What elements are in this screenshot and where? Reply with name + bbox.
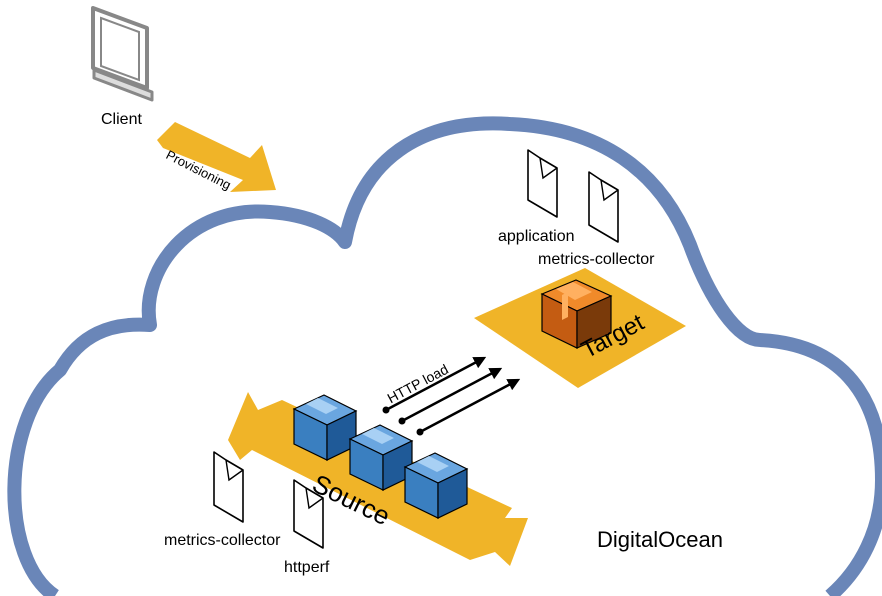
blue-package-icon <box>348 424 414 491</box>
blue-package-icon <box>292 394 358 461</box>
document-icon <box>588 171 619 243</box>
target-metrics-collector-label: metrics-collector <box>538 251 655 268</box>
source-metrics-collector-label: metrics-collector <box>164 532 281 549</box>
httperf-label: httperf <box>284 559 330 576</box>
provisioning-arrow <box>157 122 276 192</box>
http-load-arrows <box>382 356 521 436</box>
blue-package-icon <box>403 452 469 519</box>
client-label: Client <box>101 111 142 128</box>
orange-package-icon <box>540 279 613 349</box>
document-icon <box>213 451 244 523</box>
document-icon <box>527 149 558 218</box>
document-icon <box>293 479 324 549</box>
cloud-provider-label: DigitalOcean <box>597 527 723 552</box>
computer-icon <box>91 6 154 102</box>
application-label: application <box>498 228 575 245</box>
